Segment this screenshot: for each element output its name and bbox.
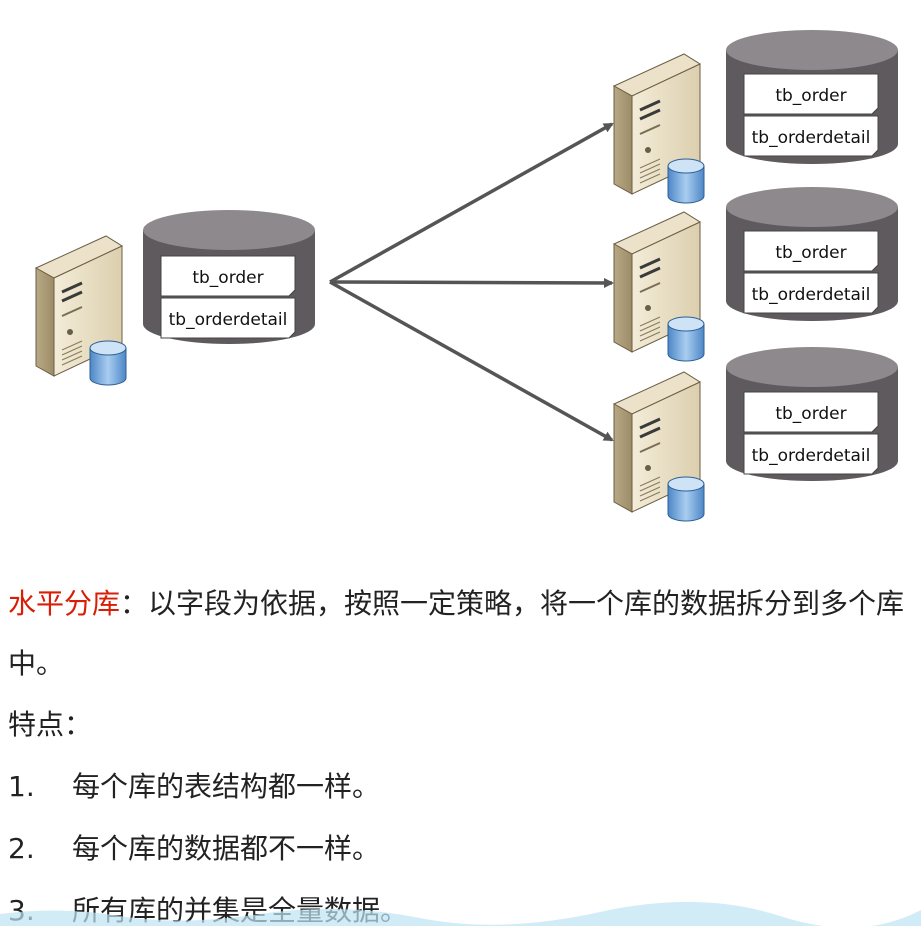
table-label: tb_orderdetail — [752, 285, 871, 305]
table-label: tb_order — [775, 86, 846, 106]
table-label: tb_orderdetail — [169, 310, 288, 330]
arrow-to-shard-2 — [329, 277, 614, 288]
server-icon — [612, 210, 706, 363]
table-label: tb_orderdetail — [752, 128, 871, 148]
feature-number: 2. — [8, 832, 35, 865]
feature-item: 1. 每个库的表结构都一样。 — [8, 756, 918, 818]
description: 水平分库：以字段为依据，按照一定策略，将一个库的数据拆分到多个库中。 特点： 1… — [8, 574, 918, 942]
feature-text: 每个库的表结构都一样。 — [72, 770, 381, 803]
table-label: tb_order — [192, 268, 263, 288]
decorative-wave — [0, 901, 921, 926]
definition-paragraph: 水平分库：以字段为依据，按照一定策略，将一个库的数据拆分到多个库中。 — [8, 574, 918, 694]
table-label: tb_order — [775, 243, 846, 263]
shard-database-1: tb_order tb_orderdetail — [612, 30, 898, 205]
arrow-to-shard-1 — [329, 122, 614, 284]
table-label: tb_order — [775, 404, 846, 424]
arrow-to-shard-3 — [329, 280, 614, 442]
server-icon — [34, 234, 128, 387]
table-label: tb_orderdetail — [752, 446, 871, 466]
shard-database-2: tb_order tb_orderdetail — [612, 187, 898, 363]
server-icon — [612, 370, 706, 523]
features-heading: 特点： — [8, 708, 93, 741]
feature-number: 1. — [8, 770, 35, 803]
shard-database-3: tb_order tb_orderdetail — [612, 347, 898, 523]
feature-text: 每个库的数据都不一样。 — [72, 832, 381, 865]
server-icon — [612, 52, 706, 205]
definition-body: ：以字段为依据，按照一定策略，将一个库的数据拆分到多个库中。 — [8, 587, 905, 680]
feature-item: 2. 每个库的数据都不一样。 — [8, 818, 918, 880]
sharding-diagram: tb_order tb_orderdetail tb_order tb_orde… — [34, 30, 898, 523]
source-database: tb_order tb_orderdetail — [34, 210, 315, 387]
definition-term: 水平分库 — [8, 587, 121, 620]
